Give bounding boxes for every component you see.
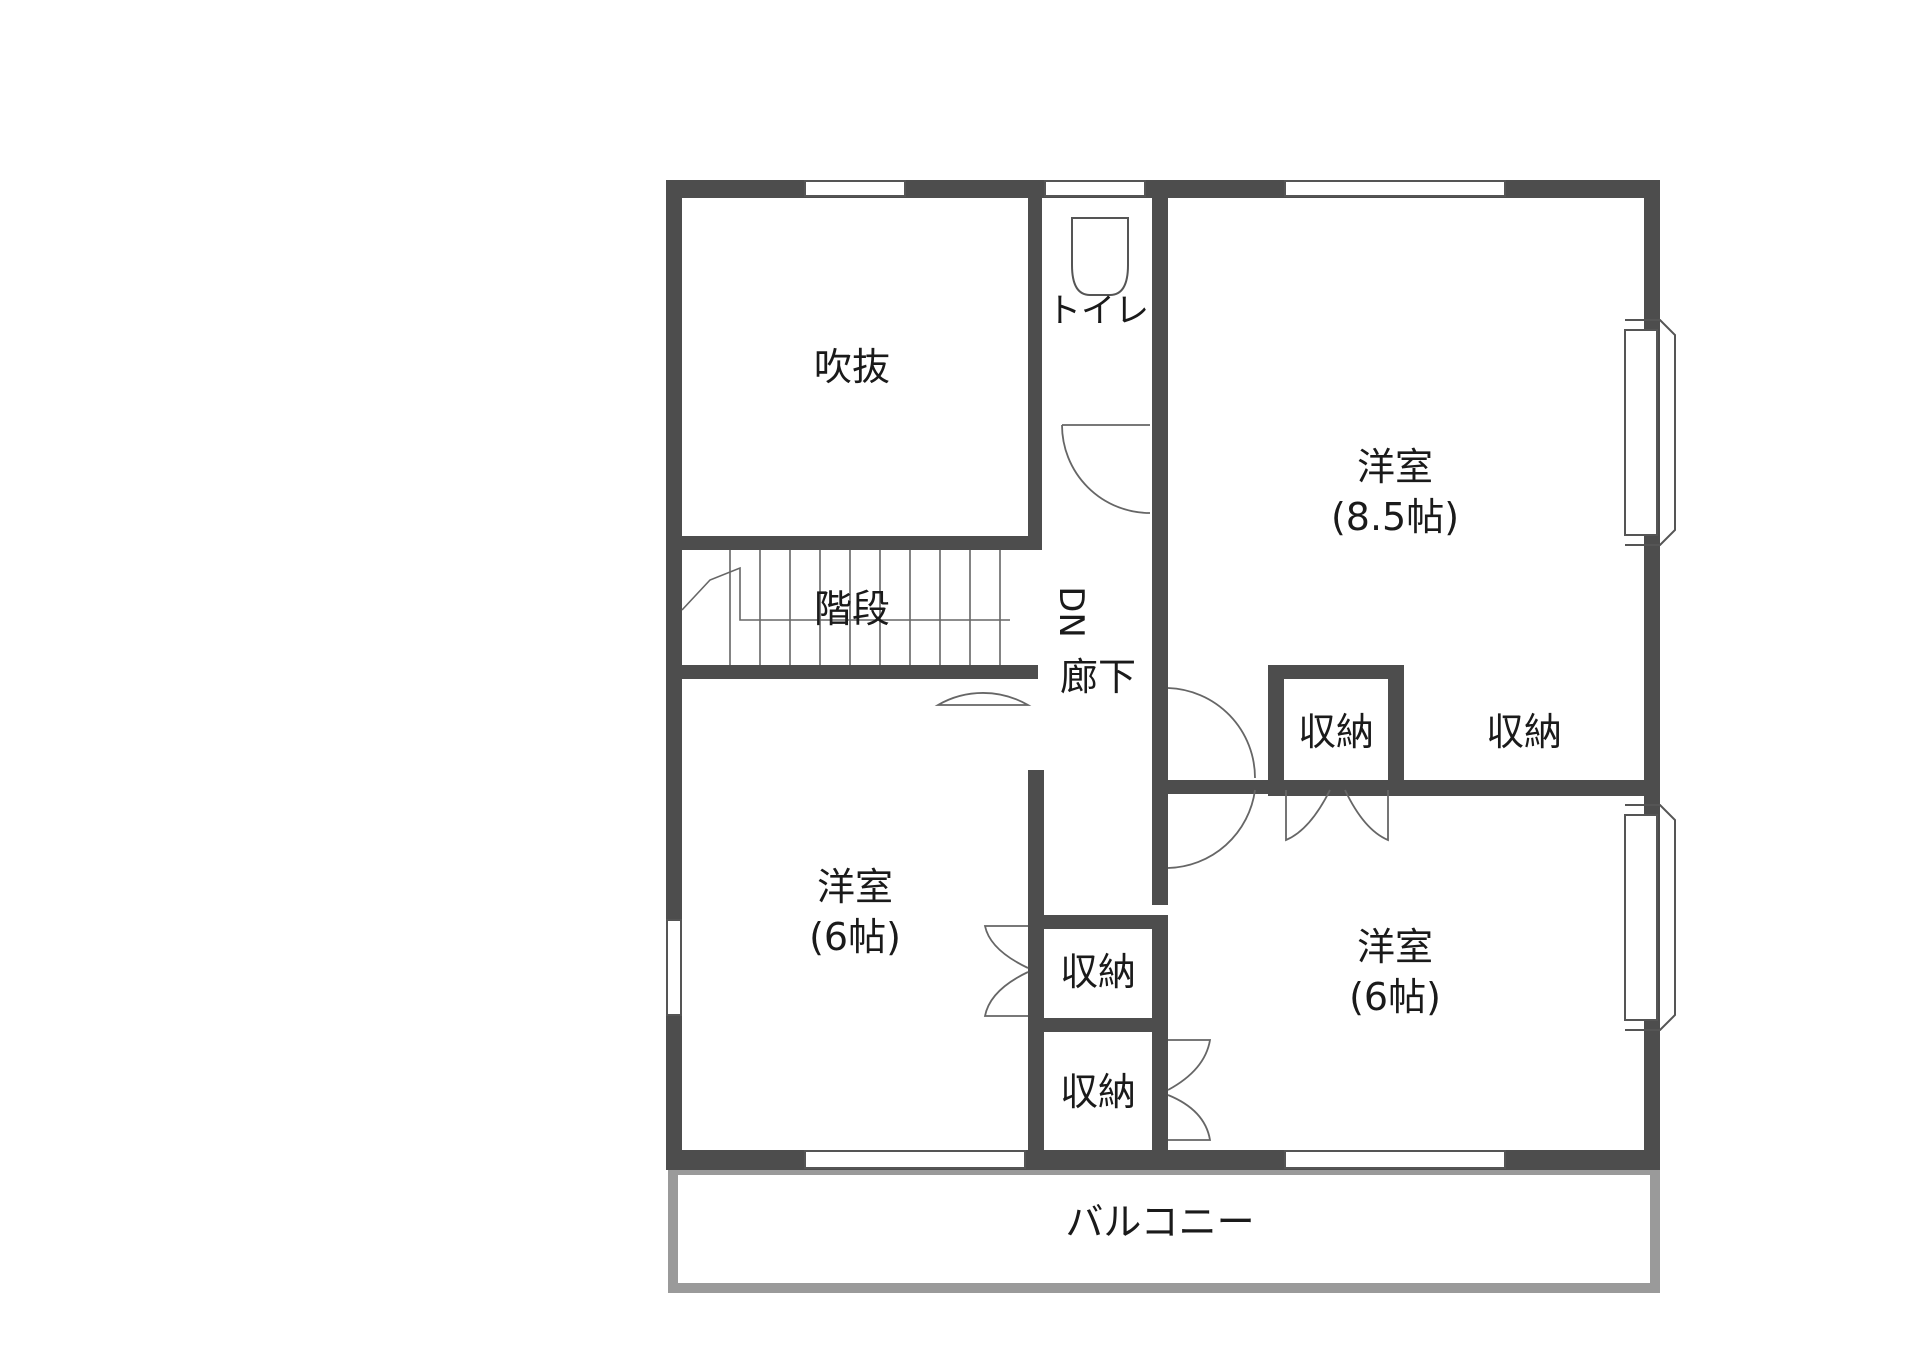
- interior-walls: [666, 180, 1660, 1170]
- label-stairs-dir: DN: [1051, 586, 1091, 638]
- label-storage-d: 収納: [1060, 1070, 1136, 1114]
- label-storage-b: 収納: [1486, 710, 1562, 754]
- label-toilet: トイレ: [1047, 291, 1149, 331]
- label-storage-c: 収納: [1060, 950, 1136, 994]
- label-western-right-size: (6帖): [1349, 975, 1441, 1019]
- label-hallway: 廊下: [1060, 655, 1136, 699]
- label-fukinuke: 吹抜: [814, 345, 890, 389]
- label-balcony: バルコニー: [1065, 1200, 1254, 1244]
- toilet-icon: [1071, 217, 1129, 296]
- door-swings: [934, 424, 1389, 1141]
- windows: [666, 180, 1676, 1169]
- label-stairs: 階段: [814, 587, 890, 631]
- staircase: [681, 550, 1010, 665]
- label-storage-a: 収納: [1298, 710, 1374, 754]
- label-western-main: 洋室: [1357, 445, 1433, 489]
- label-western-right: 洋室: [1357, 925, 1433, 969]
- balcony-area: [668, 1165, 1660, 1293]
- label-western-left: 洋室: [817, 865, 893, 909]
- label-western-main-size: (8.5帖): [1331, 495, 1459, 539]
- label-western-left-size: (6帖): [809, 915, 901, 959]
